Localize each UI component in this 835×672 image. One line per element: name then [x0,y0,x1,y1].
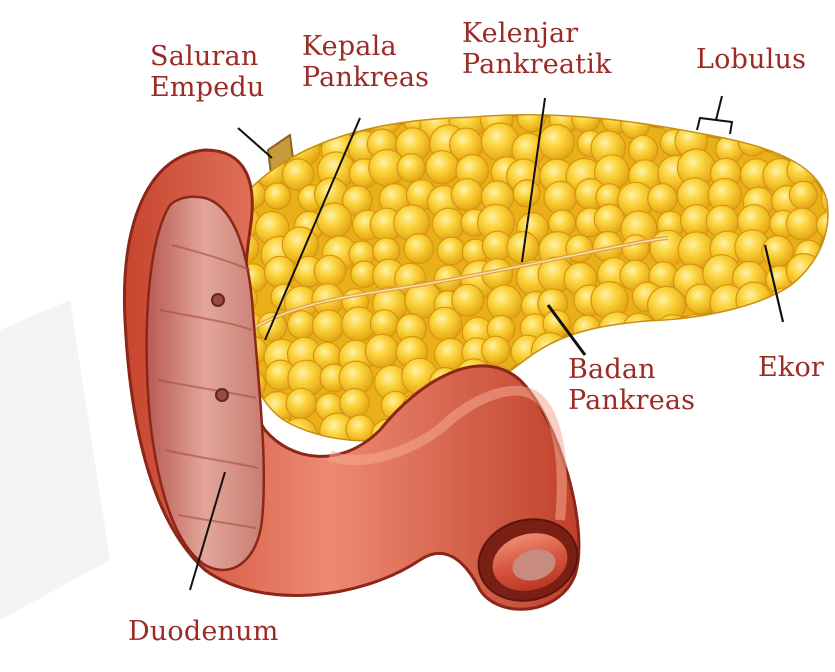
pancreas-lobule [678,314,713,349]
pancreas-lobule [397,154,425,182]
pancreas-lobule [314,100,349,135]
pancreas-lobule [544,181,577,214]
pancreas-lobule [437,237,465,265]
pancreas-lobule [365,334,398,367]
pancreas-lobule [763,105,797,139]
pancreas-lobule [798,413,833,448]
pancreas-lobule [404,234,434,264]
pancreas-lobule [820,394,835,421]
pancreas-lobule [429,307,462,340]
label-saluran-empedu: Saluran Empedu [150,41,264,103]
pancreas-lobule [312,310,344,342]
pancreas-lobule [829,310,835,339]
pancreas-lobule [742,397,769,424]
pancreas-lobule [789,393,817,421]
pancreas-lobule [739,103,766,130]
pancreas-lobule [737,409,774,446]
pancreas-lobule [487,285,522,320]
pancreas-lobule [766,127,796,157]
pancreas-lobule [631,419,659,447]
label-kepala-pankreas: Kepala Pankreas [302,31,429,93]
background-shape [0,300,110,620]
pancreas-lobule [288,311,316,339]
pancreas-lobule [265,256,296,287]
pancreas-lobule [825,414,835,450]
pancreas-lobule [767,288,802,323]
pancreas-lobule [798,290,825,317]
pancreas-lobule [622,235,649,262]
pancreas-lobule [426,151,459,184]
pancreas-lobule [819,130,835,156]
pancreas-lobule [824,365,835,392]
pancreas-lobule [800,103,831,134]
pancreas-lobule [513,180,540,207]
pancreas-lobule [567,419,601,453]
pancreas-lobule [738,127,767,156]
pancreas-lobule [539,125,575,161]
pancreas-lobule [264,183,290,209]
pancreas-lobule [786,254,821,289]
pancreas-lobule [786,208,818,240]
pancreas-lobule [830,160,835,188]
pancreas-lobule [829,265,835,291]
pancreas-lobule [766,393,799,426]
pancreas-lobule [257,103,289,135]
pancreas-lobule [340,389,369,418]
pancreas-lobule [796,309,830,343]
pancreas-lobule [540,368,571,399]
pancreas-lobule [314,255,345,286]
label-badan-pankreas: Badan Pankreas [568,354,695,416]
pancreas-lobule [286,388,316,418]
pancreas-lobule [788,126,823,161]
pancreas-lobule [824,337,835,375]
pancreas-lobule [713,392,741,420]
label-kelenjar-pankreatik: Kelenjar Pankreatik [462,18,612,80]
pancreas-lobule [573,315,601,343]
pancreas-lobule [594,204,624,234]
pancreas-lobule [283,107,316,140]
pancreas-lobule [705,370,731,396]
pancreas-lobule [432,208,464,240]
pancreas-lobule [677,415,705,443]
pancreas-lobule [715,320,741,346]
label-duodenum: Duodenum [128,616,279,647]
pancreas-lobule [648,184,677,213]
pancreas-lobule [827,293,835,320]
pancreas-lobule [819,101,835,137]
pancreas-lobule [371,310,399,338]
pancreas-lobule [789,181,817,209]
pancreas-lobule [623,313,656,346]
pancreas-lobule [710,412,740,442]
pancreas-lobule [728,311,766,349]
pancreas-lobule [482,336,510,364]
pancreas-lobule [451,179,483,211]
pancreas-lobule [761,420,789,448]
lobulus-bracket [697,118,732,134]
label-ekor: Ekor [758,352,824,383]
pancreas-lobule [657,411,694,448]
label-lobulus: Lobulus [696,44,806,75]
pancreas-lobule [775,312,802,339]
pancreas-lobule [717,337,745,365]
pancreas-lobule [736,282,772,318]
